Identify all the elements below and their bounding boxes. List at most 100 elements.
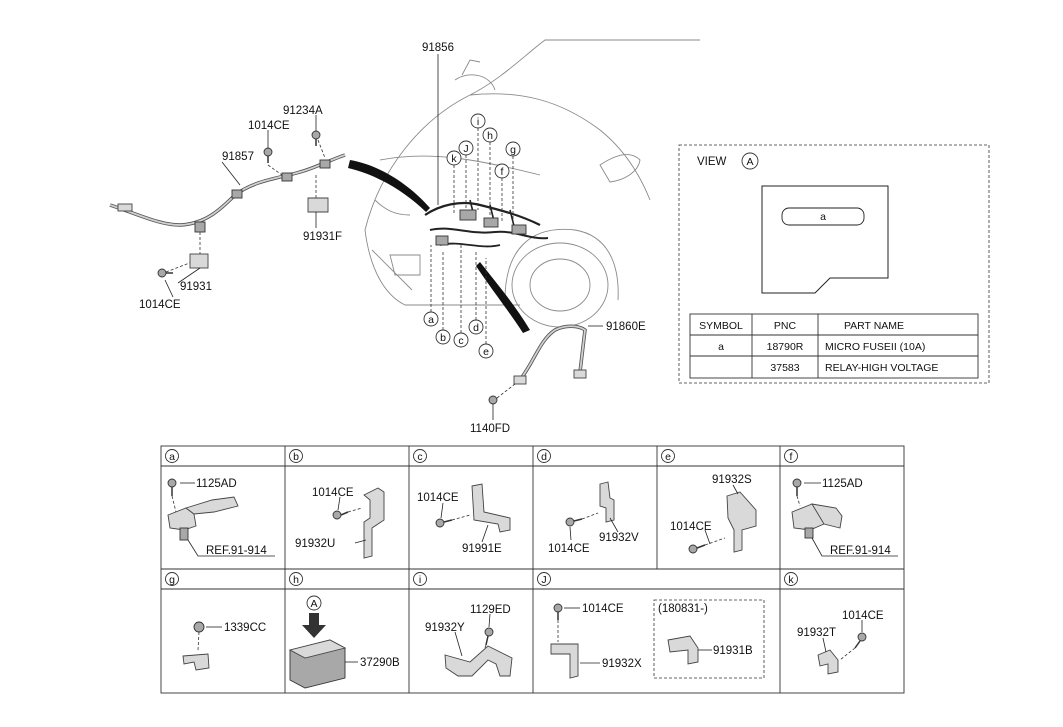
svg-text:g: g [510,144,516,156]
cell-c-label-91991E: 91991E [462,543,502,555]
cell-d-label-1014CE: 1014CE [548,543,590,555]
callout-k: k [446,150,462,166]
table-row1-symbol: a [718,341,724,353]
harness-91857 [109,139,346,273]
cell-header-e: e [661,449,675,463]
cell-f-label-1125AD: 1125AD [822,478,863,490]
label-91931: 91931 [180,281,212,293]
fuse-slot-label: a [820,211,826,223]
svg-text:J: J [463,143,468,155]
callout-i: i [470,113,486,129]
table-header-partname: PART NAME [844,320,904,332]
cell-k-label-91932T: 91932T [797,627,836,639]
view-panel [678,144,990,384]
svg-text:a: a [428,314,434,326]
cell-e-label-91932S: 91932S [712,474,752,486]
table-row2-partname: RELAY-HIGH VOLTAGE [825,362,938,374]
cell-e-drawing [688,484,757,554]
label-1014CE-top: 1014CE [248,120,290,132]
cell-J-label-1014CE: 1014CE [582,603,624,615]
callout-J: J [458,140,474,156]
cell-h-label-37290B: 37290B [360,657,400,669]
svg-text:b: b [440,332,446,344]
cell-a-label-ref: REF.91-914 [206,545,267,557]
cell-b-label-1014CE: 1014CE [312,487,354,499]
cell-i-label-91932Y: 91932Y [425,622,465,634]
cell-header-a: a [165,449,179,463]
cell-d-drawing [565,481,619,541]
label-91860E: 91860E [606,321,646,333]
cell-k-label-1014CE: 1014CE [842,610,884,622]
cell-g-label-1339CC: 1339CC [224,622,266,634]
bolt-91234A-icon [311,130,321,146]
callout-a: a [423,311,439,327]
svg-text:e: e [483,346,489,358]
cell-d-label-91932V: 91932V [599,532,639,544]
cell-header-f: f [784,449,798,463]
cell-header-b: b [289,449,303,463]
callout-h: h [482,127,498,143]
cell-header-i: i [413,572,427,586]
cell-b-label-91932U: 91932U [295,538,335,550]
svg-text:a: a [169,451,175,463]
callout-b: b [435,329,451,345]
cell-J-label-180831: (180831-) [658,603,708,615]
cell-a-drawing [167,478,275,557]
fuse-block-outline [761,185,889,294]
cell-header-g: g [165,572,179,586]
svg-text:g: g [169,574,175,586]
cell-header-d: d [537,449,551,463]
svg-text:e: e [665,451,671,463]
cell-f-drawing [791,478,898,557]
svg-text:f: f [790,451,793,463]
svg-text:h: h [293,574,299,586]
cell-k-drawing [817,620,867,675]
cell-header-h: h [289,572,303,586]
svg-text:i: i [419,574,421,586]
svg-text:k: k [451,153,457,165]
parts-table [689,313,979,379]
cell-header-k: k [784,572,798,586]
engine-wiring-harness [424,199,549,248]
cell-b-drawing [332,487,385,559]
cell-header-c: c [413,449,427,463]
callout-e: e [478,343,494,359]
label-1140FD: 1140FD [470,423,510,435]
cell-f-label-ref: REF.91-914 [830,545,891,557]
view-marker: A [741,152,759,170]
car-front-outline [364,39,700,328]
cell-g-drawing [182,621,222,671]
cell-J-drawing [550,599,765,679]
cell-e-label-1014CE: 1014CE [670,521,712,533]
cell-i-drawing [444,613,513,677]
svg-text:J: J [541,574,546,586]
cell-header-J: J [537,572,551,586]
label-91931F: 91931F [303,231,342,243]
cell-h-drawing: A [288,595,358,689]
cell-J-label-91932X: 91932X [602,658,642,670]
bolt-1014CE-left-icon [157,268,173,278]
svg-text:i: i [477,116,479,128]
cable-91860E [488,324,587,405]
label-91857: 91857 [222,151,254,163]
callout-c: c [453,332,469,348]
svg-text:d: d [541,451,547,463]
callout-d: d [468,319,484,335]
table-header-symbol: SYMBOL [699,320,743,332]
bolt-1014CE-top-icon [263,147,273,163]
table-row1-partname: MICRO FUSEII (10A) [825,341,925,353]
label-91856: 91856 [422,42,454,54]
svg-text:c: c [417,451,422,463]
callout-g: g [505,141,521,157]
label-1014CE-left: 1014CE [139,299,181,311]
cell-c-label-1014CE: 1014CE [417,492,459,504]
cell-c-drawing [435,483,511,543]
cell-J-label-91931B: 91931B [713,645,753,657]
svg-text:k: k [788,574,794,586]
table-header-pnc: PNC [774,320,797,332]
svg-text:d: d [473,322,479,334]
svg-text:c: c [458,335,463,347]
black-sweep-arrows [348,160,530,333]
svg-text:b: b [293,451,299,463]
